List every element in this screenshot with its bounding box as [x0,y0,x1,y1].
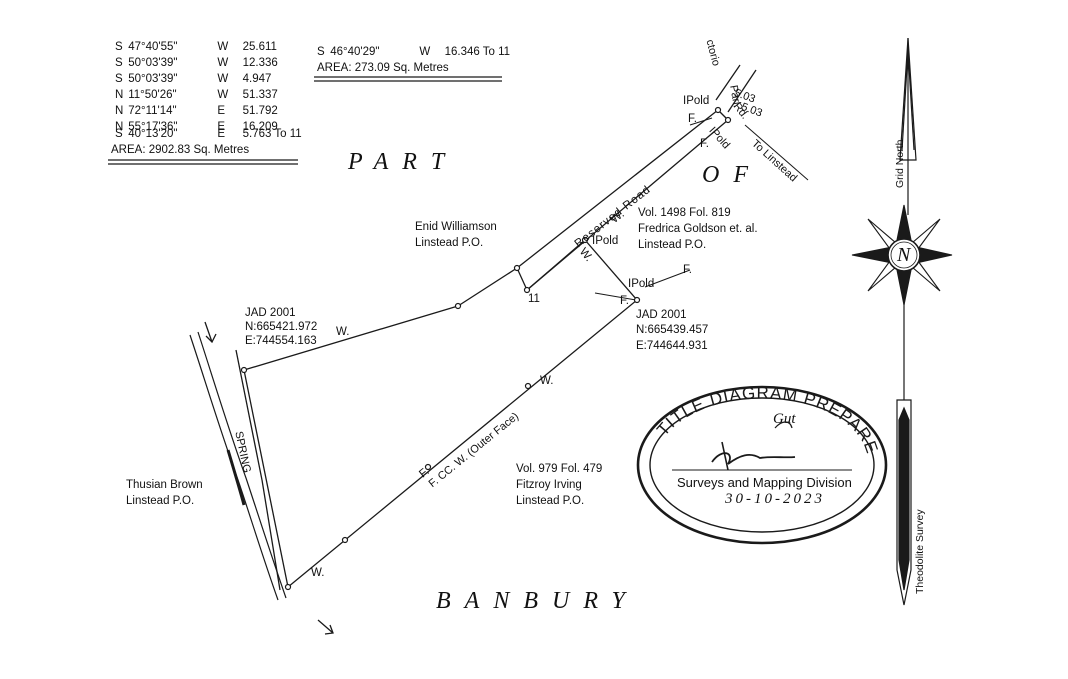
row-angle: 46°40'29" [330,46,380,58]
jad-right-label: JAD 2001 [636,309,687,321]
point-11-label: 11 [528,293,540,305]
left-table-row-5: N 72°11'14" E 51.792 [115,104,278,118]
boundary-north [243,305,459,371]
left-table-row-4: N 11°50'26" W 51.337 [115,88,278,102]
stamp-date: 30-10-2023 [725,491,825,507]
compass-n-letter: N [897,244,911,266]
row-distance: 51.337 [242,89,278,101]
boundary-south [287,299,638,588]
row-distance: 51.792 [242,105,278,117]
north-arrow-lower [896,300,912,606]
ipold-label-1: IPold [683,95,710,107]
ipold-label-4: IPold [628,278,655,290]
row-direction: N [115,121,124,133]
row-direction-2: E [217,105,226,117]
row-direction: S [317,46,325,58]
grid-north-label: Grid North [894,139,906,188]
wall-marker-3: W. [336,326,350,338]
thusian-owner-po: Linstead P.O. [126,495,195,507]
label-part: PART [348,149,459,175]
jad-left-label: JAD 2001 [245,307,296,319]
north-arrow-upper [899,37,917,215]
wall-marker-5: W. [311,567,325,579]
fredrica-owner-po: Linstead P.O. [638,239,707,251]
row-direction-2: E [217,128,226,140]
left-table-row-3: S 50°03'39" W 4.947 [115,72,271,86]
fence-marker-1: F. [688,113,697,125]
label-banbury: BANBURY [436,588,639,614]
boundary-west [243,369,289,588]
fitzroy-volume: Vol. 979 Fol. 479 [516,463,603,475]
row-direction: S [115,73,123,85]
left-table-area: AREA: 2902.83 Sq. Metres [111,144,250,156]
jad-left-northing: N:665421.972 [245,321,318,333]
row-direction-2: W [217,89,229,101]
row-angle: 40°13'20" [128,128,178,140]
row-distance: 16.209 [242,121,278,133]
row-distance: 16.346 To 11 [444,46,511,58]
row-angle: 11°50'26" [128,89,177,101]
right-table-row-1: S 46°40'29" W 16.346 To 11 [317,45,510,59]
stamp-division: Surveys and Mapping Division [677,475,852,490]
row-distance: 4.947 [242,73,272,85]
jad-right-easting: E:744644.931 [636,340,708,352]
row-direction-2: E [217,121,226,133]
stamp-ovals [636,385,888,545]
ipold-label-3: IPold [592,235,619,247]
row-angle: 50°03'39" [128,73,178,85]
row-direction: N [115,89,124,101]
fredrica-volume: Vol. 1498 Fol. 819 [638,207,731,219]
left-table-row-1: S 47°40'55" W 25.611 [115,40,277,54]
fence-marker-4: F. [620,295,629,307]
enid-owner-name: Enid Williamson [415,221,497,233]
left-table-row-seven: S 40°13'20" E 5.763 To 11 [115,127,302,141]
fence-marker-3: F. [683,264,692,276]
row-direction: N [115,105,124,117]
row-angle: 47°40'55" [128,41,178,53]
row-direction-2: W [217,57,229,69]
right-table-area: AREA: 273.09 Sq. Metres [317,62,449,74]
compass-rose [851,204,953,306]
enid-owner-po: Linstead P.O. [415,237,484,249]
fence-marker-2: F. [700,138,709,150]
row-direction-2: W [217,73,229,85]
left-table-row-2: S 50°03'39" W 12.336 [115,56,278,70]
boundary-reserved-road [516,109,719,269]
boundary-inner-lot [584,239,638,301]
row-distance: 12.336 [242,57,278,69]
row-angle: 50°03'39" [128,57,178,69]
jad-left-easting: E:744554.163 [245,335,317,347]
row-direction: S [115,41,123,53]
fitzroy-owner-po: Linstead P.O. [516,495,585,507]
thusian-owner-name: Thusian Brown [126,479,203,491]
row-direction-2: W [217,41,229,53]
row-direction-2: W [419,46,431,58]
jad-right-northing: N:665439.457 [636,324,709,336]
row-angle: 72°11'14" [128,105,177,117]
row-direction: S [115,128,123,140]
row-distance: 5.763 To 11 [242,128,302,140]
fitzroy-owner-name: Fitzroy Irving [516,479,582,491]
row-distance: 25.611 [242,41,277,53]
wall-marker-4: W. [540,375,554,387]
theodolite-label: Theodolite Survey [914,509,926,594]
fredrica-owner-name: Fredrica Goldson et. al. [638,223,758,235]
left-table-row-6: N 55°17'36" E 16.209 [115,120,278,134]
row-direction: S [115,57,123,69]
row-angle: 55°17'36" [128,121,178,133]
label-of: OF [702,162,762,188]
stamp-initials: Gut [773,411,796,427]
